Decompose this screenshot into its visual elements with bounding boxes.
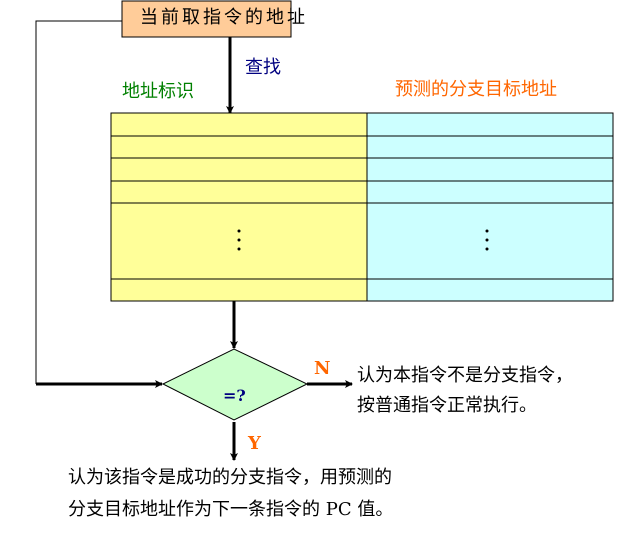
compare-label: =?	[223, 386, 246, 405]
yes-branch-text-2: 分支目标地址作为下一条指令的 PC 值。	[68, 499, 394, 520]
compare-diamond	[161, 348, 309, 421]
tag-column-header: 地址标识	[122, 81, 194, 102]
no-label: N	[314, 358, 331, 379]
yes-branch-text-1: 认为该指令是成功的分支指令，用预测的	[68, 467, 392, 488]
current-address-box	[121, 0, 292, 38]
lookup-label: 查找	[245, 57, 281, 78]
feedback-line	[35, 20, 122, 384]
yes-label: Y	[248, 433, 261, 454]
no-branch-text-1: 认为本指令不是分支指令，	[357, 365, 573, 386]
no-branch-text-2: 按普通指令正常执行。	[357, 395, 537, 416]
target-column-header: 预测的分支目标地址	[395, 79, 557, 100]
btb-table	[110, 112, 614, 302]
current-address-label: 当前取指令的地址	[140, 7, 308, 28]
